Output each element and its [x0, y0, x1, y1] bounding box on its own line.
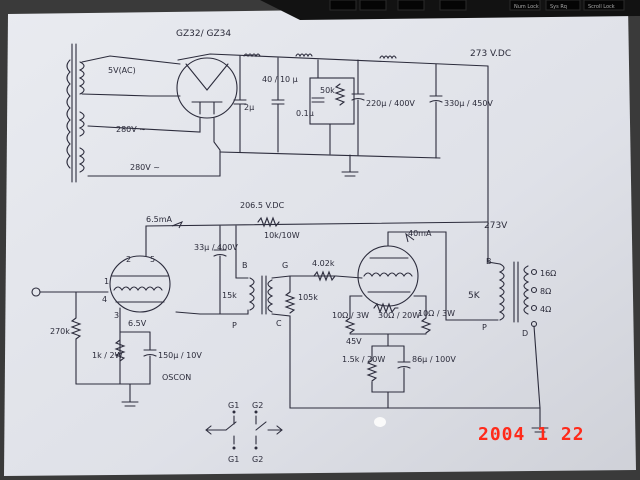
date-stamp: 2004 1 22	[478, 424, 585, 445]
label-5k: 5K	[468, 291, 481, 301]
paper-sheet	[4, 6, 636, 476]
cap-330u: 330µ / 450V	[444, 99, 493, 108]
cap-86u: 86µ / 100V	[412, 355, 456, 364]
volt-45v: 45V	[346, 337, 362, 346]
label-p2: P	[482, 323, 487, 332]
b-plus-273v: 273V	[484, 221, 508, 231]
pin-2: 2	[126, 255, 131, 264]
label-d: D	[522, 329, 528, 338]
key-scroll-lock: Scroll Lock	[588, 4, 615, 10]
res-10-right: 10Ω / 3W	[418, 309, 455, 318]
label-p1: P	[232, 321, 237, 330]
vdc-mid: 206.5 V.DC	[240, 201, 285, 210]
res-1k: 1k / 2W	[92, 351, 123, 360]
label-280v-top: 280V ~	[116, 125, 146, 134]
out-8-ohm: 8Ω	[540, 287, 551, 296]
g1-top: G1	[228, 401, 239, 410]
wiring	[31, 43, 549, 445]
current-label-2: 40mA	[408, 229, 432, 238]
res-10k: 10k/10W	[264, 231, 300, 240]
label-280v-bottom: 280V ~	[130, 163, 160, 172]
rectifier-label: GZ32/ GZ34	[176, 29, 231, 39]
key-num-lock: Num Lock	[514, 4, 539, 10]
res-50k: 50k	[320, 86, 335, 95]
switch-dot	[232, 410, 236, 414]
label-5v-ac: 5V(AC)	[108, 66, 136, 75]
bias-6-5v: 6.5V	[128, 319, 147, 328]
cap-0-1u: 0.1µ	[296, 109, 314, 118]
current-arrow-1	[171, 221, 184, 229]
g2-bottom: G2	[252, 455, 263, 464]
cap-150u: 150µ / 10V	[158, 351, 202, 360]
cap-2u: 2µ	[244, 103, 254, 112]
out-4-ohm: 4Ω	[540, 305, 551, 314]
pin-1: 1	[104, 277, 109, 286]
current-arrow-2	[405, 232, 415, 243]
res-270k: 270k	[50, 327, 70, 336]
res-4-02k: 4.02k	[312, 259, 335, 268]
key-sys-rq: Sys Rq	[550, 4, 567, 10]
glare	[374, 417, 386, 427]
cap-220u: 220µ / 400V	[366, 99, 415, 108]
out-16-ohm: 16Ω	[540, 269, 556, 278]
switch-dot	[254, 446, 258, 450]
g1-bottom: G1	[228, 455, 239, 464]
label-15k: 15k	[222, 291, 237, 300]
cap-40-10u: 40 / 10 µ	[262, 75, 298, 84]
res-105k: 105k	[298, 293, 318, 302]
pin-5: 5	[150, 255, 155, 264]
pin-3: 3	[114, 311, 119, 320]
pin-4: 4	[102, 295, 107, 304]
res-30: 30Ω / 20W	[378, 311, 420, 320]
label-g: G	[282, 261, 288, 270]
keyboard: Num Lock Sys Rq Scroll Lock	[260, 0, 640, 20]
vdc-out: 273 V.DC	[470, 49, 511, 59]
label-c: C	[276, 319, 282, 328]
switch-dot	[254, 410, 258, 414]
res-1-5k: 1.5k / 20W	[342, 355, 385, 364]
g2-top: G2	[252, 401, 263, 410]
label-b2: B	[486, 257, 492, 266]
res-10-left: 10Ω / 3W	[332, 311, 369, 320]
switch-dot	[232, 446, 236, 450]
label-b1: B	[242, 261, 248, 270]
current-label-1: 6.5mA	[146, 215, 173, 224]
oscon-label: OSCON	[162, 373, 191, 382]
cap-33u: 33µ / 400V	[194, 243, 238, 252]
